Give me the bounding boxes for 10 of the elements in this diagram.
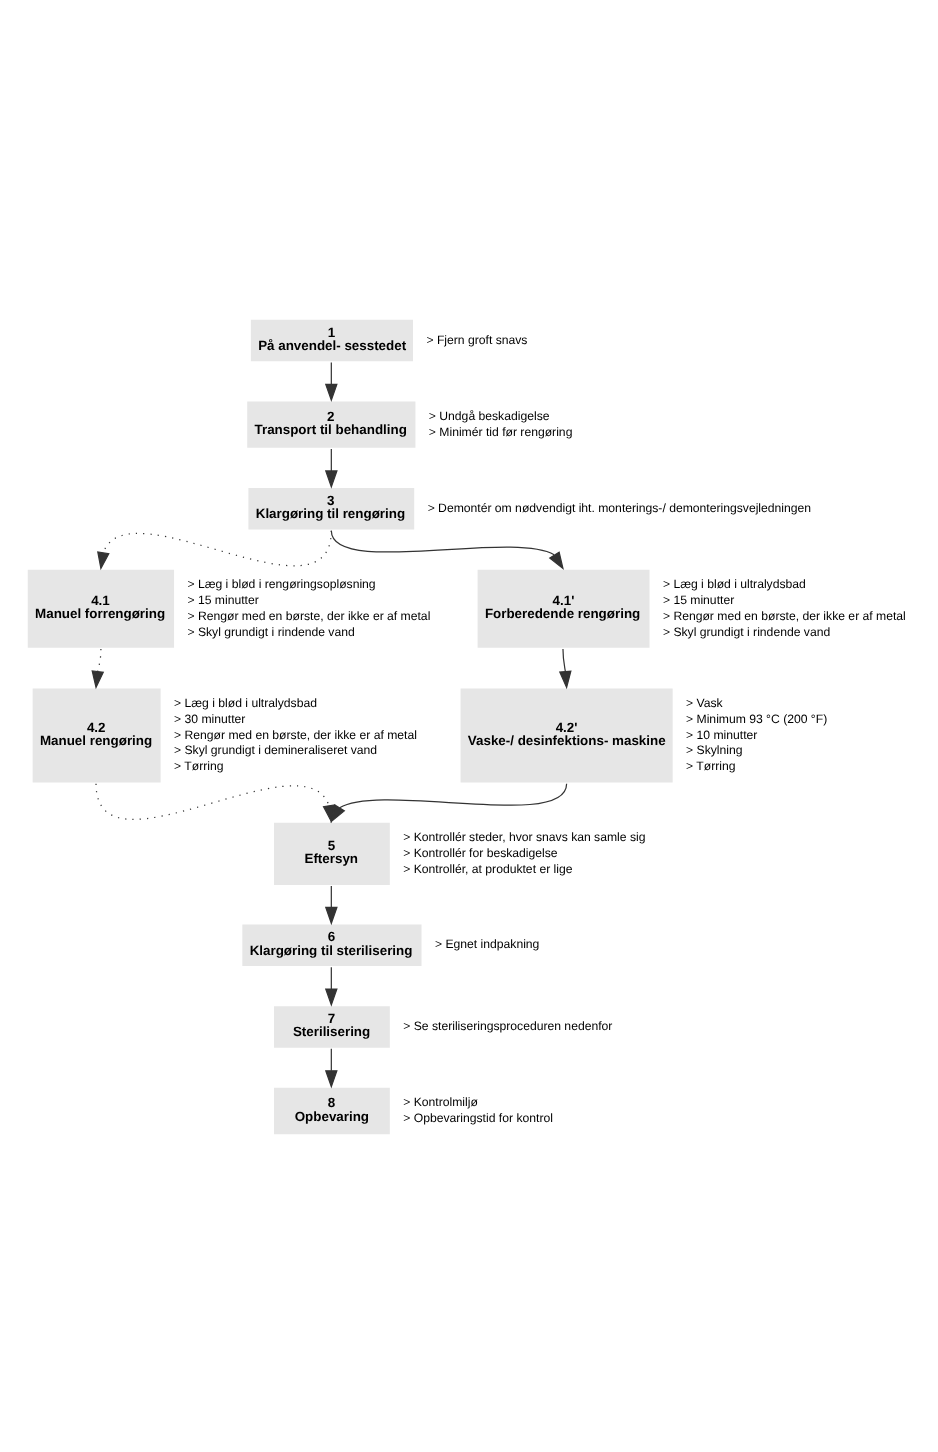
- arrow: [557, 647, 571, 689]
- arrow: [323, 884, 337, 925]
- arrow: [96, 529, 331, 570]
- arrow: [323, 965, 337, 1006]
- arrow: [329, 529, 563, 570]
- arrow: [329, 782, 567, 823]
- arrow: [323, 360, 337, 402]
- arrow: [323, 447, 337, 488]
- arrow: [90, 647, 104, 689]
- arrow: [323, 1047, 337, 1088]
